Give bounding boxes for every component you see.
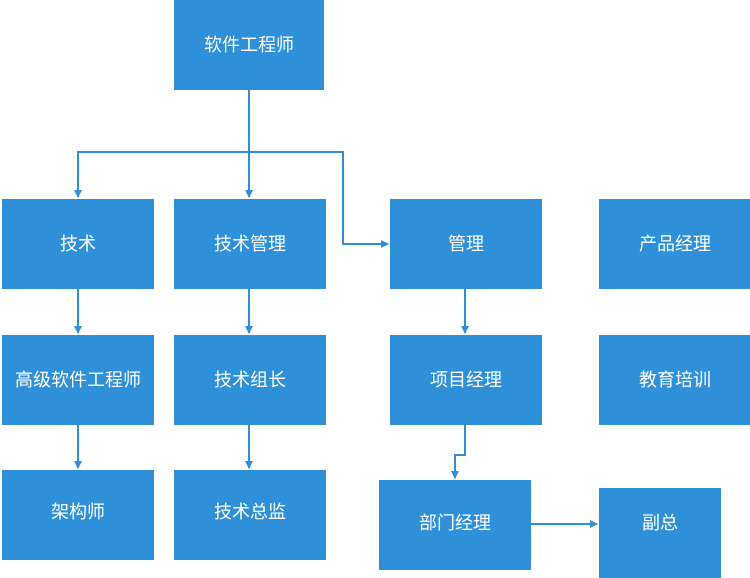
node-label: 管理 — [448, 233, 484, 255]
node-tech-lead: 技术组长 — [174, 335, 326, 425]
node-label: 技术总监 — [214, 502, 286, 523]
node-label: 架构师 — [51, 502, 105, 523]
node-label: 技术 — [60, 233, 96, 255]
node-product-manager: 产品经理 — [599, 199, 750, 289]
node-label: 技术组长 — [214, 369, 286, 391]
connector-swe-to-management — [249, 151, 389, 248]
node-tech-management: 技术管理 — [174, 199, 326, 289]
node-label: 软件工程师 — [204, 34, 294, 56]
node-label: 教育培训 — [639, 369, 711, 391]
node-label: 产品经理 — [639, 233, 711, 255]
node-software-engineer: 软件工程师 — [174, 0, 324, 90]
node-label: 部门经理 — [419, 513, 491, 534]
node-architect: 架构师 — [2, 470, 154, 560]
connector-swe-to-tech — [74, 151, 249, 198]
node-project-manager: 项目经理 — [390, 335, 542, 425]
node-label: 副总 — [642, 513, 678, 534]
node-management: 管理 — [390, 199, 542, 289]
node-education-training: 教育培训 — [599, 335, 750, 425]
node-tech-director: 技术总监 — [174, 470, 326, 560]
connector-projmgr-to-deptmgr — [451, 425, 466, 479]
node-label: 高级软件工程师 — [15, 369, 141, 391]
node-label: 技术管理 — [214, 233, 286, 255]
node-label: 项目经理 — [430, 369, 502, 391]
node-tech: 技术 — [2, 199, 154, 289]
node-senior-software-engineer: 高级软件工程师 — [2, 335, 154, 425]
node-vice-president: 副总 — [599, 488, 721, 578]
node-department-manager: 部门经理 — [379, 480, 531, 570]
connector-layer — [74, 90, 598, 528]
